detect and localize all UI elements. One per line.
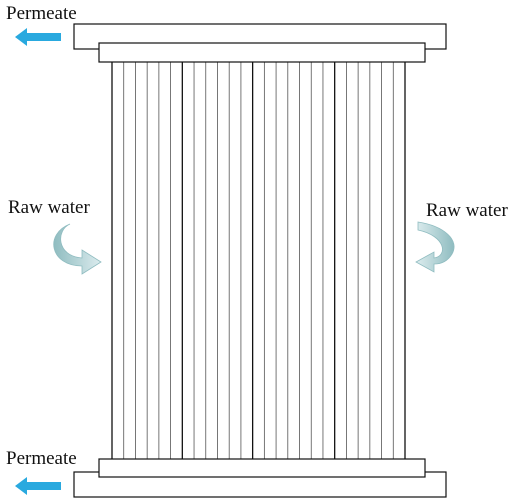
permeate-label-top: Permeate [6,3,77,24]
hollow-fiber-bundle [111,62,406,459]
raw-water-label-left: Raw water [8,197,90,218]
bottom-inner-header [98,458,426,478]
permeate-label-bottom: Permeate [6,448,77,469]
curved-inflow-arrow-icon [415,221,455,273]
raw-water-label-right: Raw water [426,200,508,221]
top-inner-header [98,42,426,63]
arrow-left-icon [15,28,61,46]
curved-inflow-arrow-icon [53,223,102,275]
arrow-left-icon [15,477,61,495]
